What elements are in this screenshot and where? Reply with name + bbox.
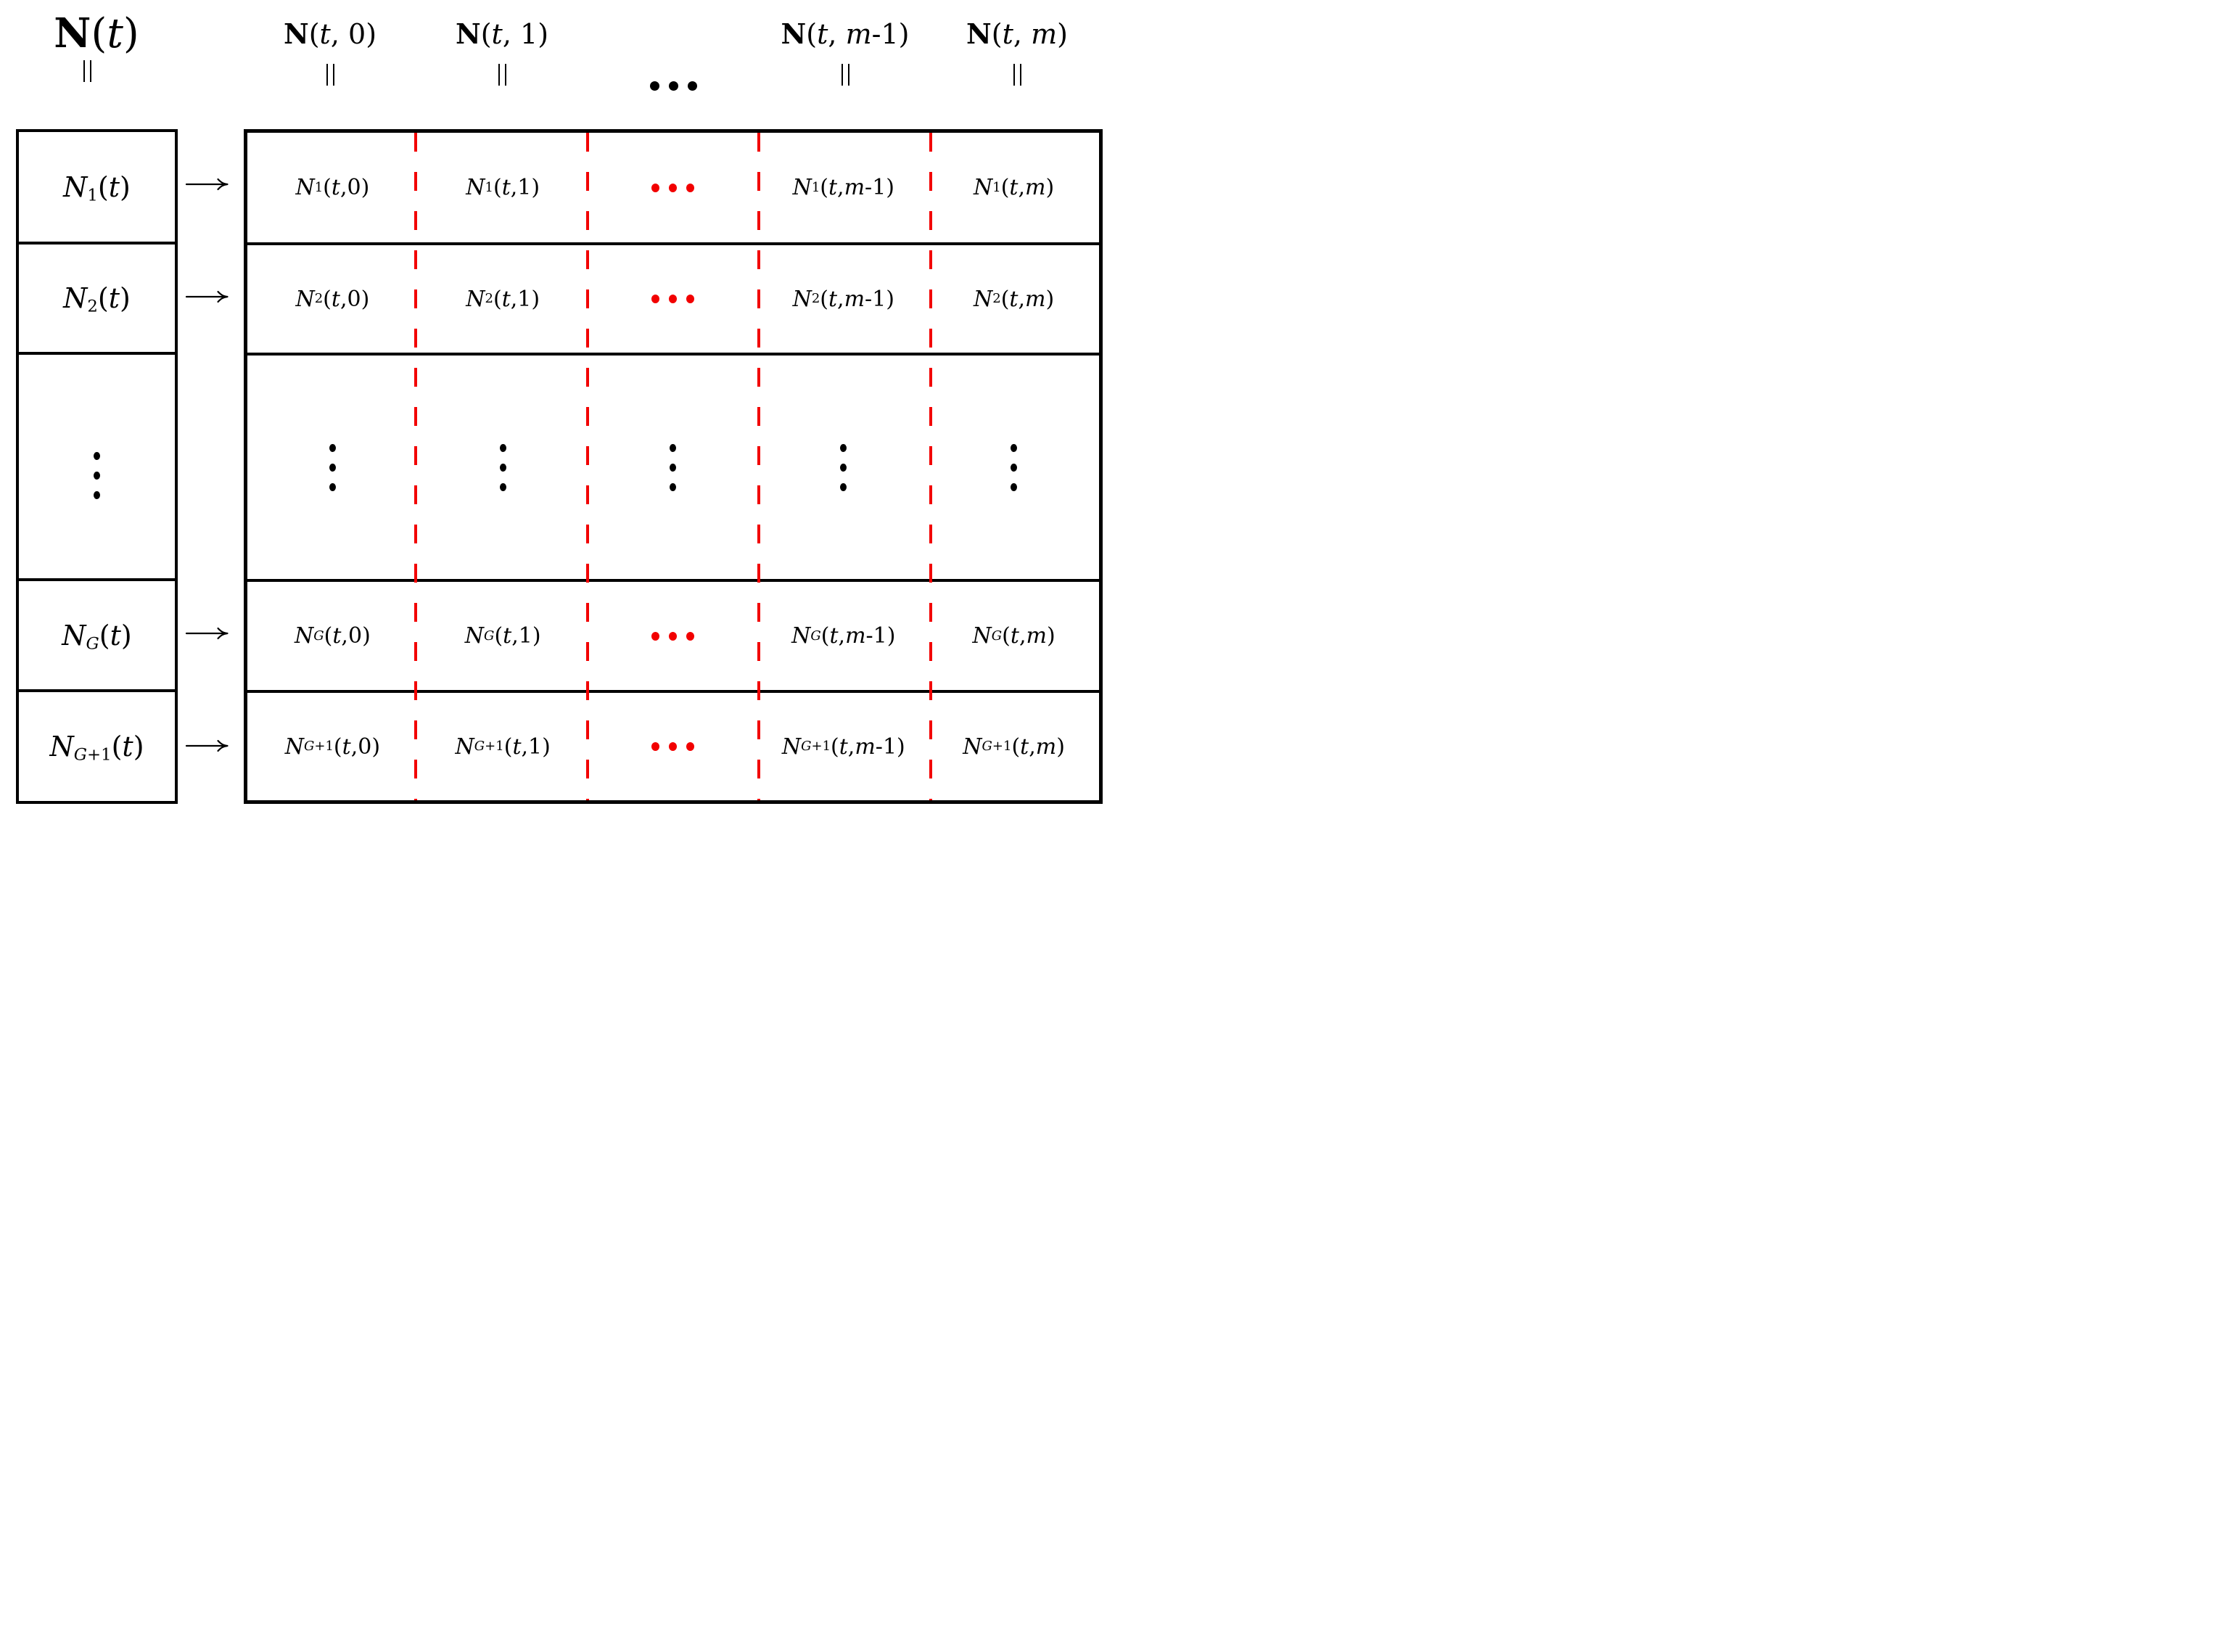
column-header-label: N(t, 0) bbox=[283, 17, 377, 50]
table-cell-ellipsis bbox=[588, 245, 759, 353]
column-header-4: N(t, m) bbox=[937, 17, 1097, 87]
maps-to-arrow bbox=[182, 177, 233, 193]
right-arrow-icon bbox=[185, 290, 229, 303]
vector-entry: NG+1(t) bbox=[19, 689, 175, 801]
vector-entry-ellipsis bbox=[19, 352, 175, 578]
column-header-label: N(t, m-1) bbox=[781, 17, 910, 50]
equals-bars bbox=[937, 64, 1097, 87]
equals-bars bbox=[28, 60, 147, 83]
table-cell-ellipsis bbox=[588, 693, 759, 800]
vertical-ellipsis-icon bbox=[588, 356, 759, 579]
table-cell-ellipsis bbox=[588, 133, 759, 242]
column-header-ellipsis bbox=[593, 17, 753, 99]
vector-label: N(t) bbox=[54, 9, 139, 57]
maps-to-arrow bbox=[182, 626, 233, 642]
equals-bars bbox=[250, 64, 410, 87]
column-header-label: N(t, 1) bbox=[455, 17, 549, 50]
parity-decomposition-figure: N(t) N(t, 0) N(t, 1) N(t, m-1) N(t, m) N… bbox=[0, 0, 1111, 826]
vertical-ellipsis-icon bbox=[94, 435, 100, 499]
equals-bars bbox=[765, 64, 925, 87]
right-arrow-icon bbox=[185, 178, 229, 191]
maps-to-arrow bbox=[182, 289, 233, 305]
vector-entry: N2(t) bbox=[19, 242, 175, 352]
vector-entry: NG(t) bbox=[19, 578, 175, 689]
vertical-ellipsis-icon bbox=[247, 356, 418, 579]
vertical-ellipsis-icon bbox=[929, 356, 1099, 579]
equals-bars bbox=[422, 64, 582, 87]
vector-entry-label: N2(t) bbox=[63, 282, 131, 316]
header-ellipsis-icon bbox=[593, 17, 753, 99]
vertical-ellipsis-icon bbox=[758, 356, 929, 579]
column-header-1: N(t, 1) bbox=[422, 17, 582, 87]
red-dashed-divider bbox=[757, 133, 760, 800]
red-dashed-divider bbox=[586, 133, 589, 800]
vector-entry: N1(t) bbox=[19, 132, 175, 242]
vector-entry-label: NG(t) bbox=[62, 619, 132, 654]
column-header-0: N(t, 0) bbox=[250, 17, 410, 87]
vertical-ellipsis-icon bbox=[418, 356, 588, 579]
population-vector-box: N1(t) N2(t) NG(t) NG+1(t) bbox=[16, 129, 178, 804]
red-dashed-divider bbox=[929, 133, 932, 800]
vector-entry-label: N1(t) bbox=[63, 170, 131, 205]
column-header-label: N(t, m) bbox=[966, 17, 1068, 50]
red-dashed-divider bbox=[414, 133, 417, 800]
right-arrow-icon bbox=[185, 627, 229, 640]
vector-label-block: N(t) bbox=[28, 10, 165, 83]
right-arrow-icon bbox=[185, 739, 229, 752]
maps-to-arrow bbox=[182, 739, 233, 755]
column-header-3: N(t, m-1) bbox=[765, 17, 925, 87]
vector-entry-label: NG+1(t) bbox=[49, 731, 144, 765]
table-cell-ellipsis bbox=[588, 582, 759, 690]
table-row-ellipsis bbox=[247, 353, 1099, 579]
